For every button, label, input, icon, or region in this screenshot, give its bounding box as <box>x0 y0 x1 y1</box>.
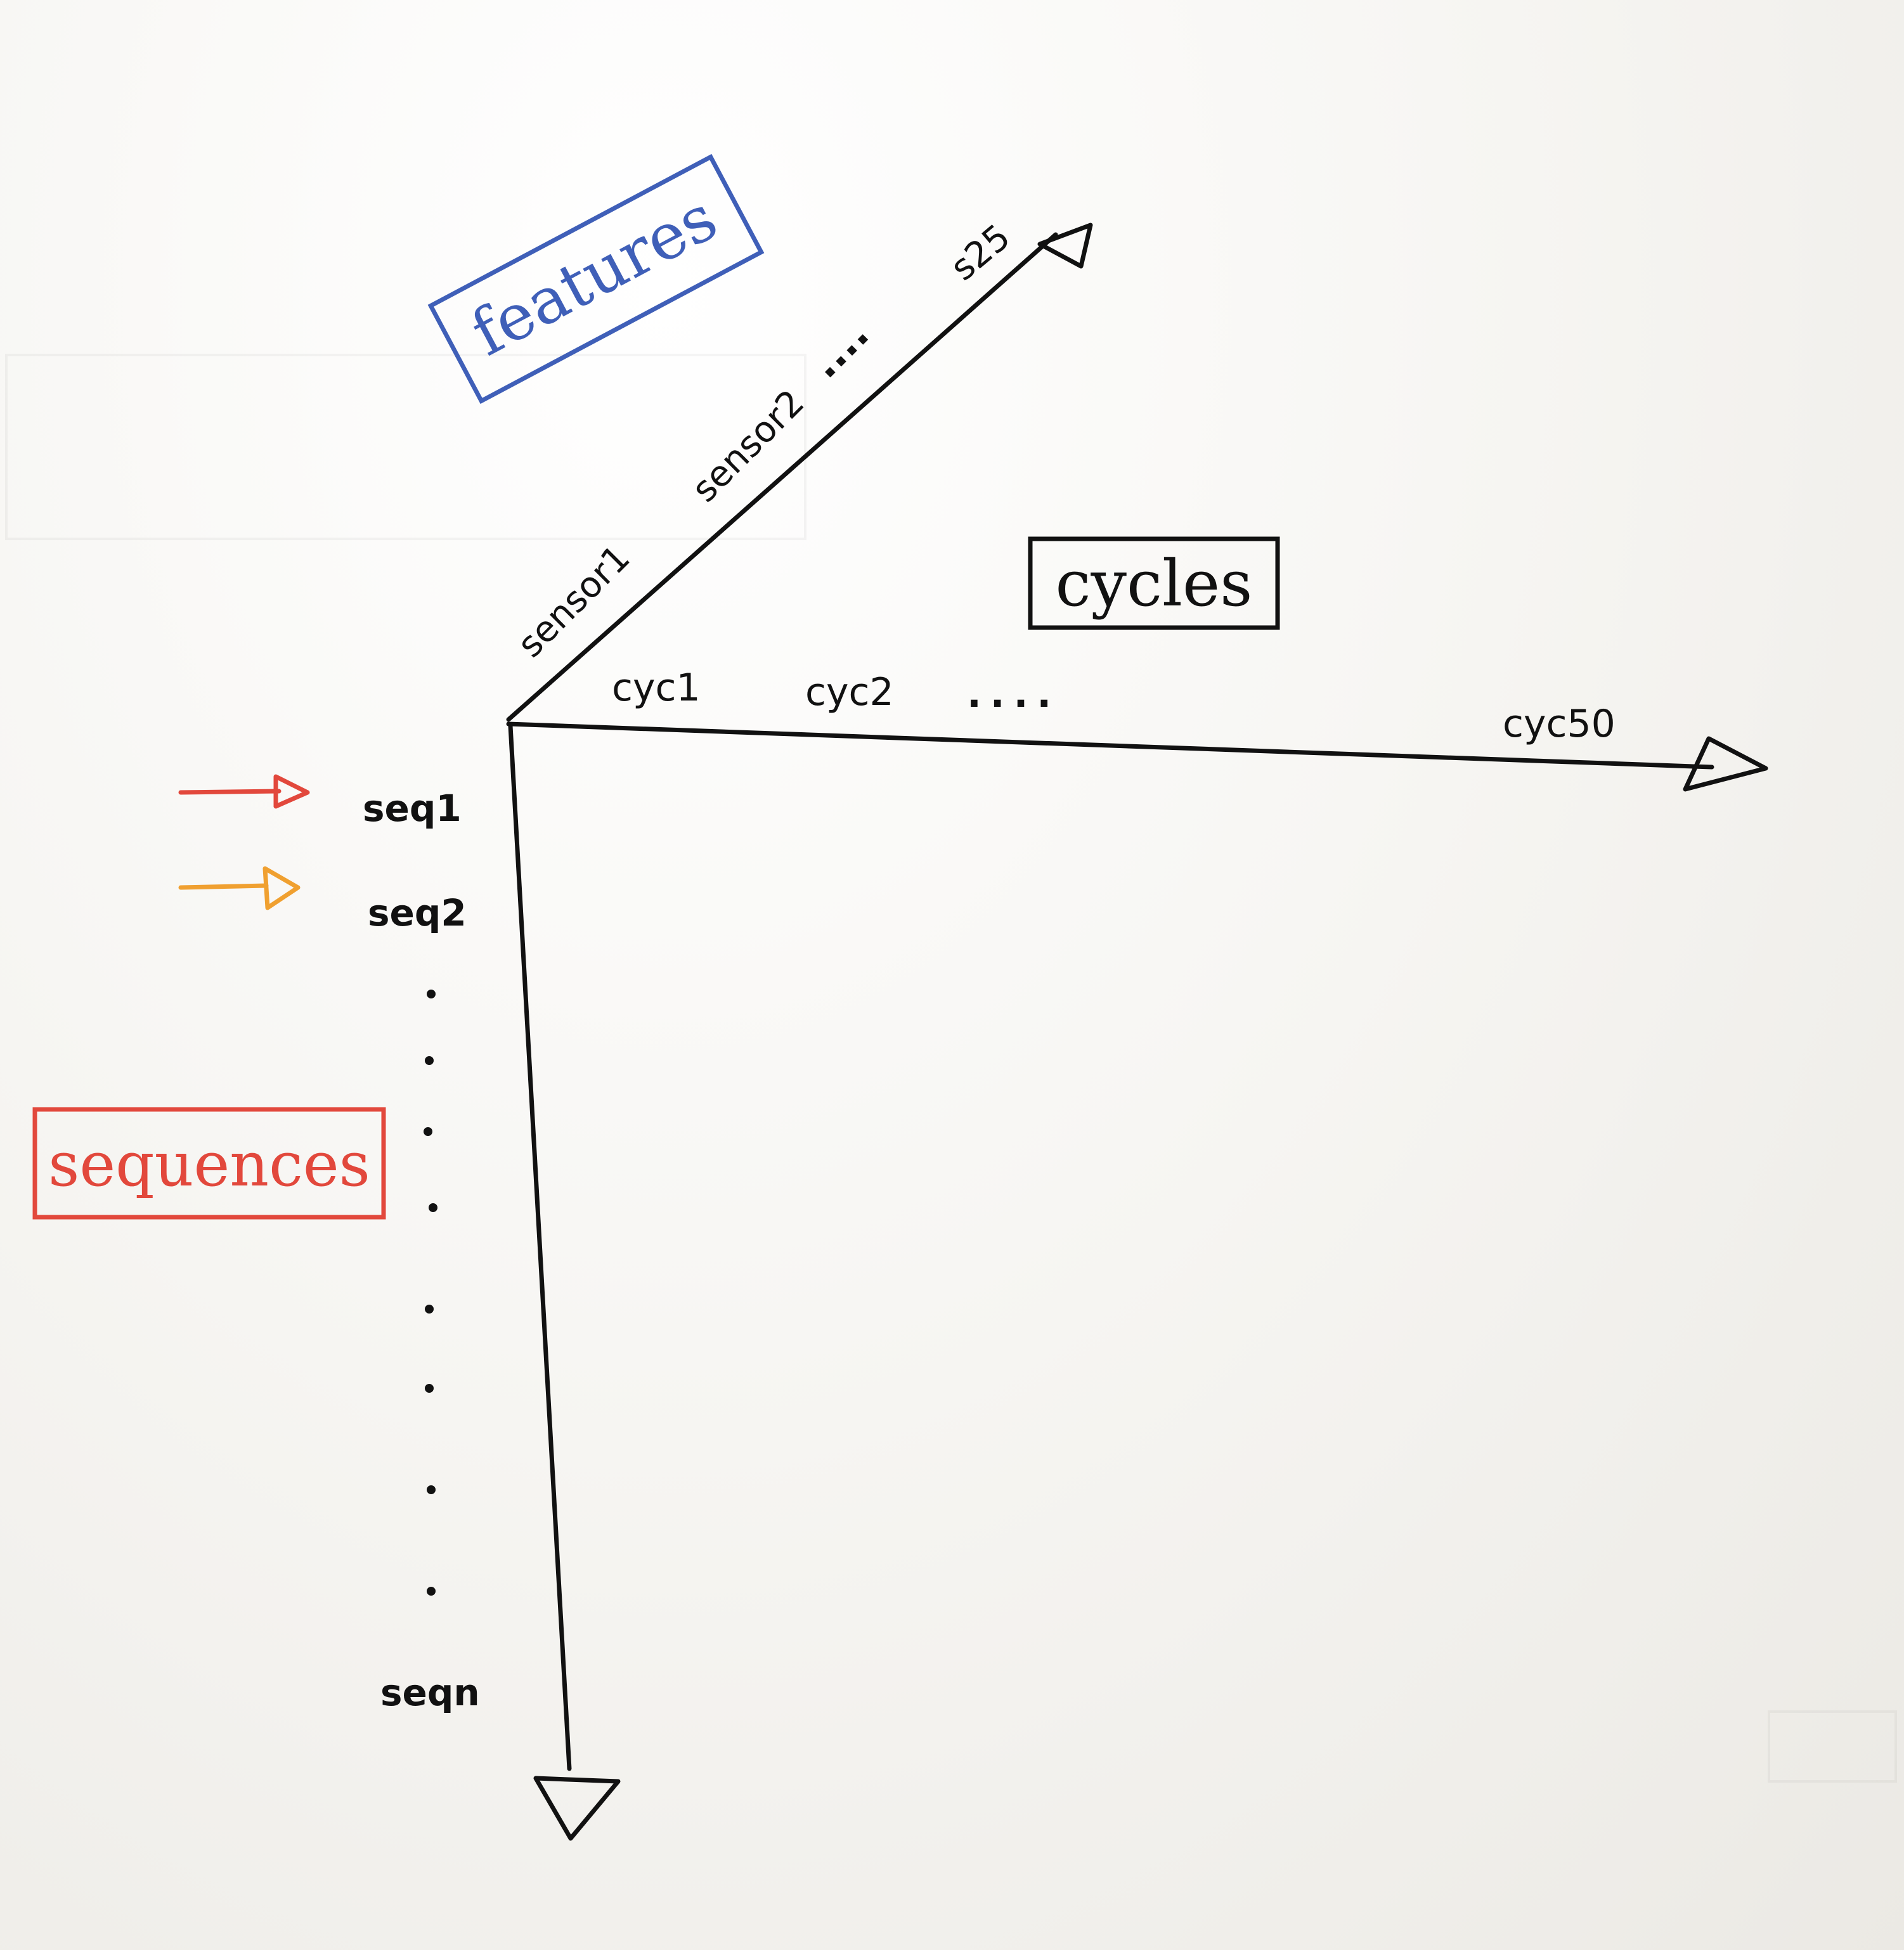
sequences-ellipsis-dots <box>424 990 437 1596</box>
features-axis-arrowhead <box>1037 223 1093 269</box>
sequences-tick-seqn: seqn <box>380 1671 480 1714</box>
arrow-seq1 <box>178 774 310 809</box>
cycles-box-label: cycles <box>1056 546 1253 621</box>
features-axis-line <box>506 232 1058 722</box>
cycles-ticks: cyc1 cyc2 .... cyc50 <box>612 666 1616 746</box>
arrow-seq2 <box>178 866 301 910</box>
features-label-box: features <box>427 153 765 404</box>
cycles-axis-arrowhead <box>1683 736 1768 792</box>
features-box-frame <box>427 153 765 404</box>
sequences-box-label: sequences <box>48 1129 370 1200</box>
axes <box>506 223 1768 1841</box>
cycles-tick-ellipsis: .... <box>967 672 1060 716</box>
sequences-axis-arrowhead <box>533 1776 621 1841</box>
features-tick-sensor1: sensor1 <box>510 538 638 666</box>
sequences-label-box: sequences <box>32 1107 386 1220</box>
sequences-axis-line <box>508 723 572 1771</box>
cycles-axis-line <box>506 721 1714 770</box>
cycles-box-frame <box>1028 536 1280 630</box>
sequences-tick-seq2: seq2 <box>368 891 467 934</box>
cycles-label-box: cycles <box>1028 536 1280 630</box>
sequences-tick-seq1: seq1 <box>363 787 462 830</box>
cycles-tick-cyc2: cyc2 <box>805 670 894 714</box>
sequences-box-frame <box>32 1107 386 1220</box>
erased-marks <box>5 354 1897 1783</box>
cycles-tick-cyc1: cyc1 <box>612 666 701 710</box>
features-tick-sensor2: sensor2 <box>684 382 812 510</box>
cycles-tick-cyc50: cyc50 <box>1503 702 1616 746</box>
sequences-ticks: seq1 seq2 seqn <box>363 787 480 1714</box>
features-tick-ellipsis: .... <box>801 311 878 387</box>
